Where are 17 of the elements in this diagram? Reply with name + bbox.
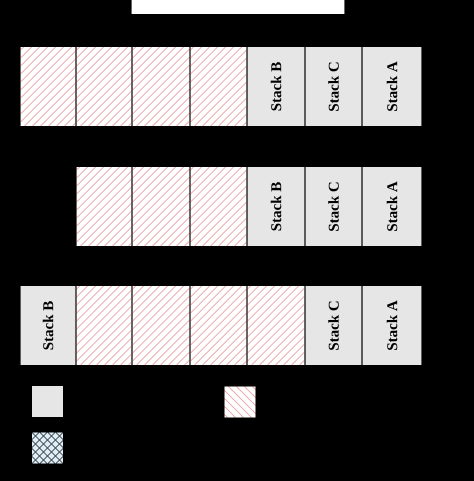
stack-cell: Stack A: [362, 167, 422, 246]
stack-cell: Stack A: [362, 286, 422, 365]
stack-cell: Stack C: [306, 167, 362, 246]
hatched-cell: [190, 167, 246, 246]
hatched-cell: [76, 286, 132, 365]
hatched-cell: [76, 47, 132, 126]
title-banner: [132, 0, 344, 14]
hatched-cell: [190, 47, 246, 126]
hatched-cell: [248, 286, 304, 365]
stack-cell: Stack A: [362, 47, 422, 126]
hatched-cell: [132, 286, 190, 365]
hatched-cell: [132, 47, 190, 126]
hatched-cell: [132, 167, 190, 246]
hatched-cell: [20, 47, 76, 126]
hatched-cell: [190, 286, 246, 365]
stack-cell: Stack C: [306, 47, 362, 126]
hatched-cell: [76, 167, 132, 246]
